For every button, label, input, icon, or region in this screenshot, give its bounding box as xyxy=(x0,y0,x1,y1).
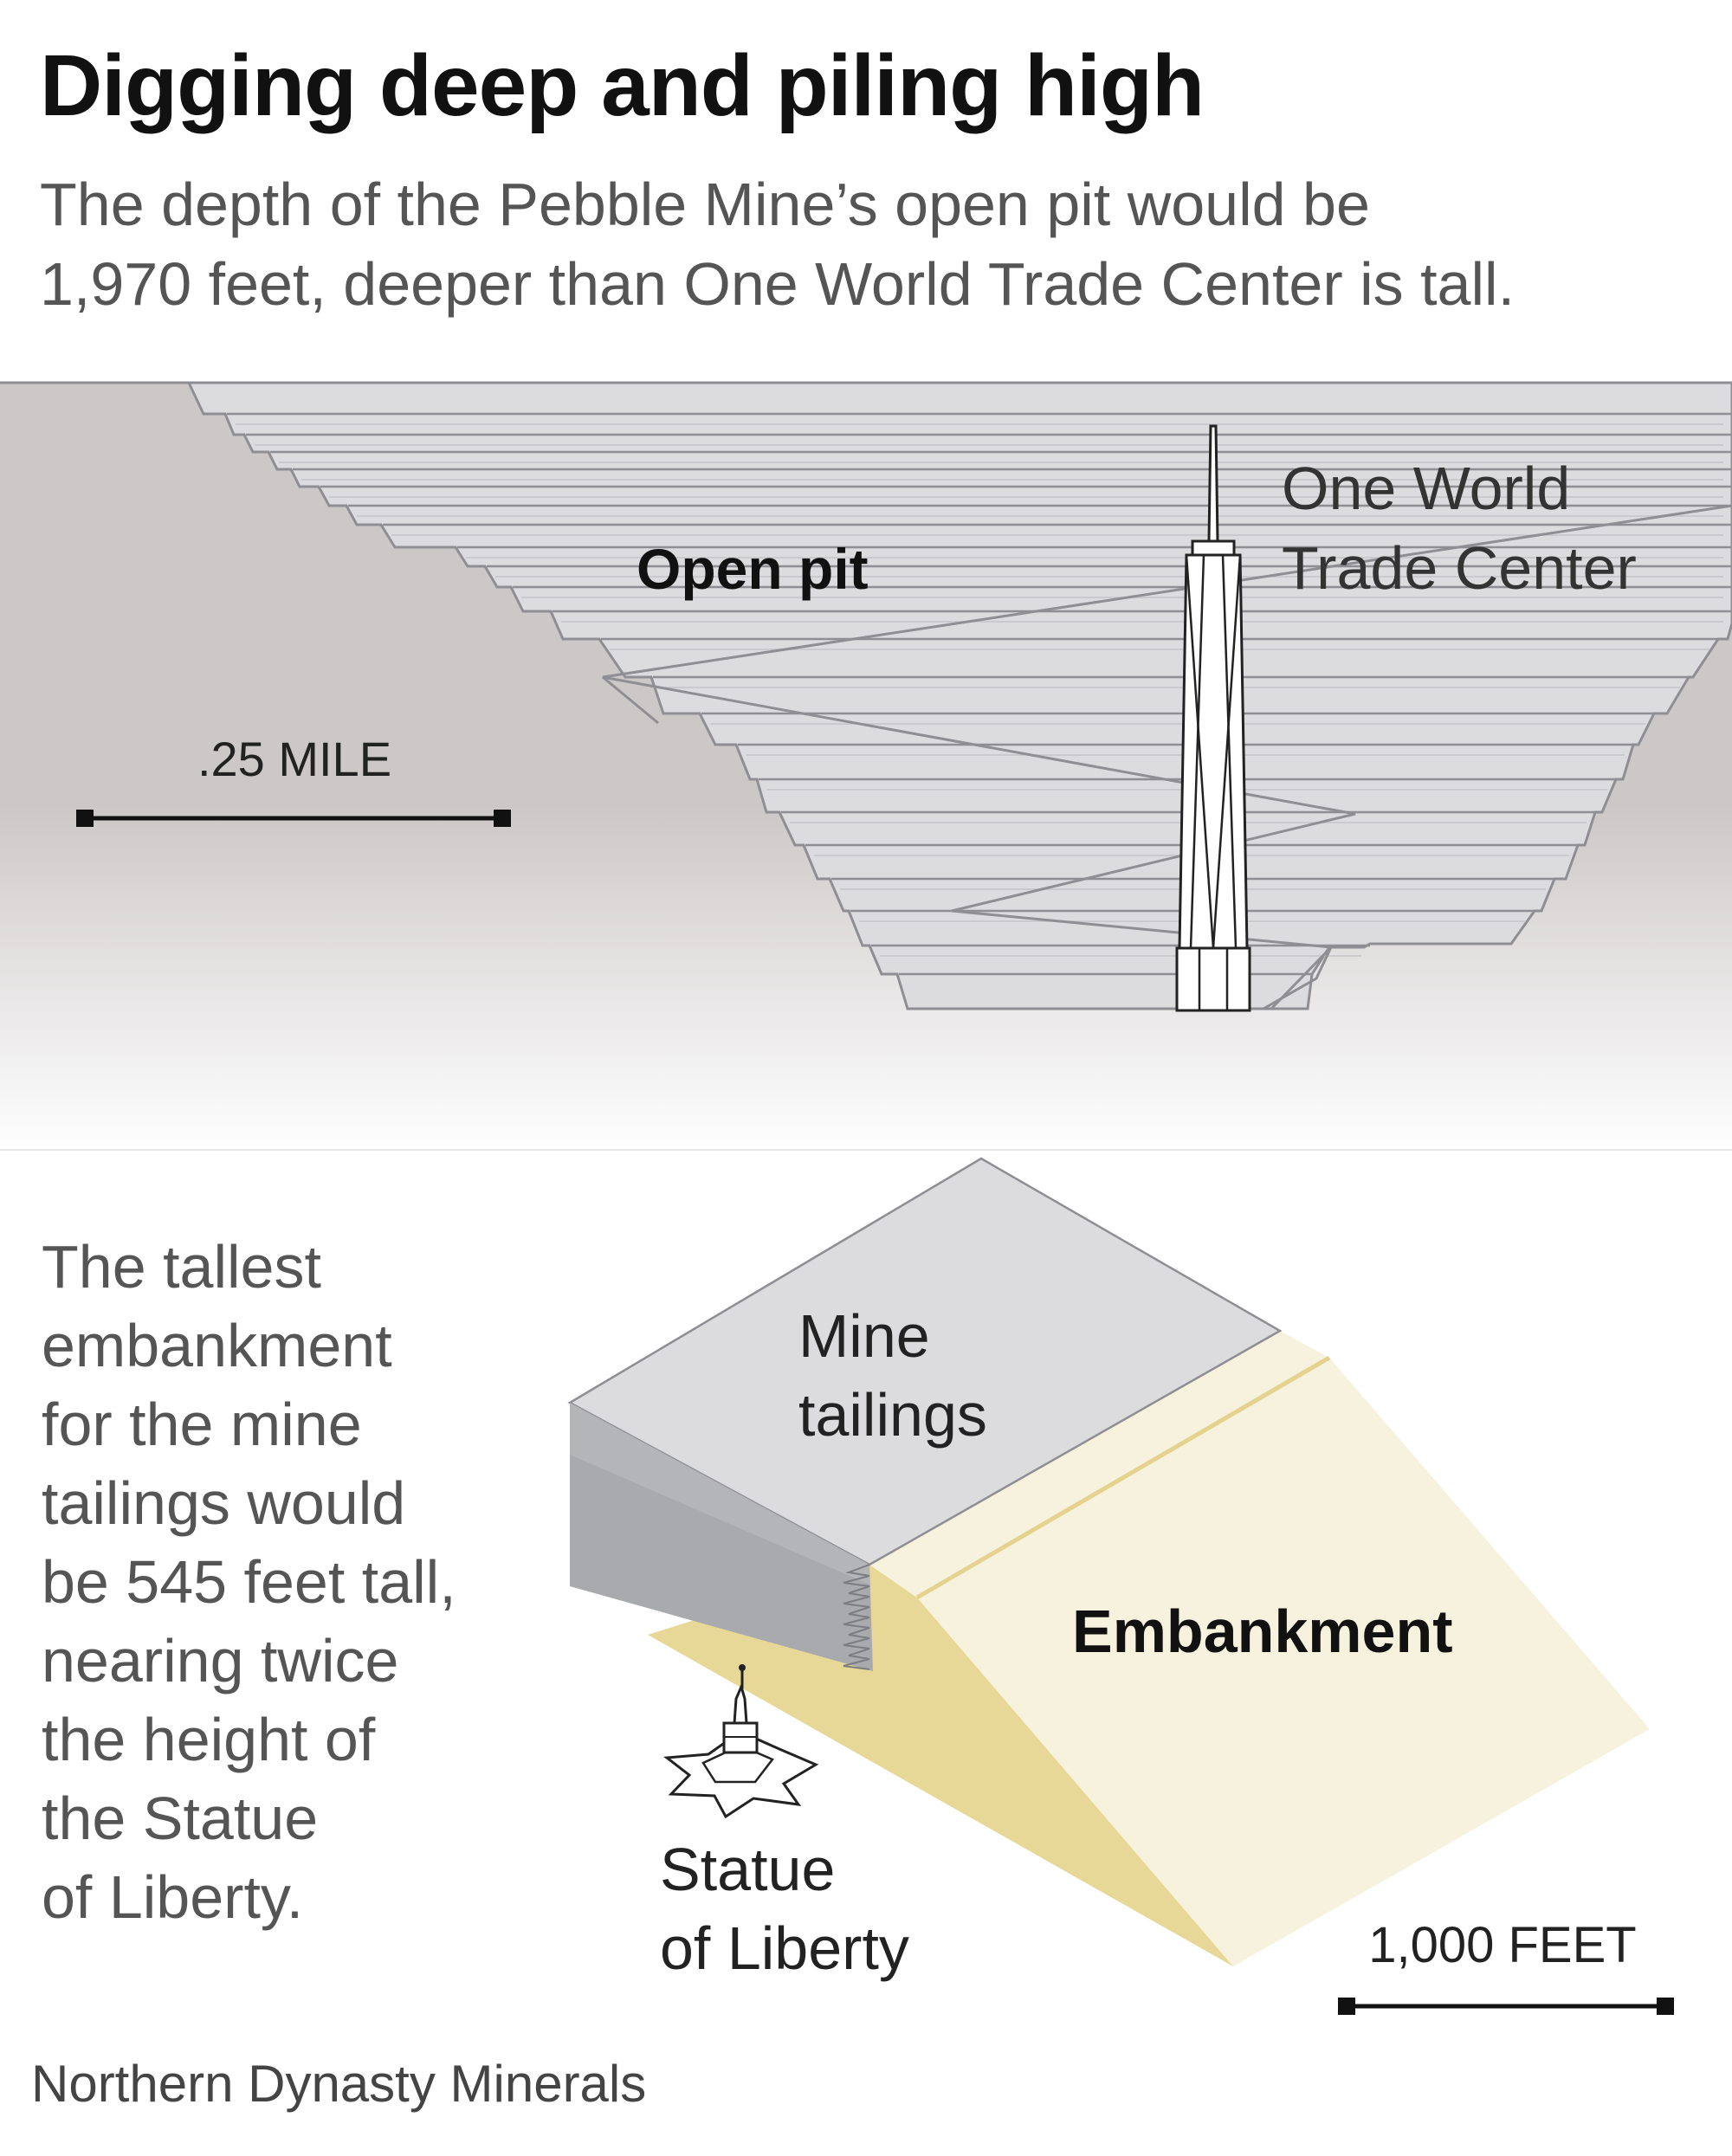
description-line: the height of xyxy=(42,1706,376,1773)
embankment-label: Embankment xyxy=(1072,1598,1453,1665)
pit-scale-end xyxy=(76,810,94,827)
statue-torch xyxy=(739,1664,746,1671)
tailings-side-shadow xyxy=(570,1403,869,1585)
haul-road-lower xyxy=(602,675,659,725)
statue-pedestal-inner xyxy=(701,1744,774,1784)
description-line: tailings would xyxy=(42,1469,406,1537)
embankment-scale-end xyxy=(1657,1998,1674,2015)
description-line: the Statue xyxy=(42,1785,319,1852)
embankment-scale-bar: 1,000 FEET xyxy=(1338,1917,1674,2015)
embankment-description: The tallest embankment for the mine tail… xyxy=(42,1228,456,1937)
tower-label-line: Trade Center xyxy=(1282,534,1637,602)
tailings-edge-texture xyxy=(843,1564,870,1670)
tailings-label-line: tailings xyxy=(798,1381,987,1449)
description-line: for the mine xyxy=(42,1391,362,1458)
open-pit-panel: Open pit One World Trade Center .25 MILE xyxy=(0,381,1732,1152)
tower-label-line: One World xyxy=(1282,455,1570,522)
description-line: of Liberty. xyxy=(42,1863,304,1931)
pit-outline xyxy=(186,381,1732,1010)
statue-of-liberty-icon xyxy=(663,1664,819,1819)
tower-roof xyxy=(1191,539,1236,557)
statue-label-line: of Liberty xyxy=(660,1914,909,1982)
embankment-panel: Mine tailings Embankment Statue of Liber… xyxy=(567,1157,1674,2015)
description-line: The tallest xyxy=(42,1233,321,1301)
tailings-serration xyxy=(843,1564,870,1670)
embankment-scale-label: 1,000 FEET xyxy=(1368,1917,1636,1973)
source-credit: Northern Dynasty Minerals xyxy=(31,2055,647,2113)
statue-label-line: Statue xyxy=(660,1836,835,1903)
subtitle-line: The depth of the Pebble Mine’s open pit … xyxy=(40,171,1370,238)
page-title: Digging deep and piling high xyxy=(40,37,1205,134)
subtitle-line: 1,970 feet, deeper than One World Trade … xyxy=(40,250,1516,318)
haul-road xyxy=(602,504,1732,1010)
description-line: be 545 feet tall, xyxy=(42,1548,456,1616)
open-pit-label: Open pit xyxy=(637,537,869,601)
embankment-scale-end xyxy=(1338,1998,1355,2015)
tower-spire xyxy=(1207,424,1219,543)
embankment-light-face xyxy=(869,1331,1650,1966)
tower-facet-line xyxy=(1185,554,1215,949)
pit-scale-label: .25 MILE xyxy=(197,732,391,786)
embankment-crest-line xyxy=(915,1355,1331,1600)
tower-base xyxy=(1175,946,1251,1012)
description-line: embankment xyxy=(42,1312,392,1379)
tower-facet-line xyxy=(1189,554,1205,949)
description-line: nearing twice xyxy=(42,1627,399,1694)
pit-scale-end xyxy=(494,810,511,827)
pit-scale-bar: .25 MILE xyxy=(76,732,511,827)
statue-figure xyxy=(733,1682,748,1725)
embankment-dark-face xyxy=(648,1565,1233,1966)
subtitle: The depth of the Pebble Mine’s open pit … xyxy=(40,165,1720,324)
tailings-label-line: Mine xyxy=(798,1302,930,1370)
tower-facet-line xyxy=(1212,554,1242,949)
tower-facet-line xyxy=(1221,554,1238,949)
haul-road-bottom xyxy=(1263,946,1333,1010)
pit-cavity xyxy=(186,381,1732,1010)
one-world-trade-center xyxy=(1175,424,1251,1012)
tailings-top xyxy=(567,1157,1283,1566)
